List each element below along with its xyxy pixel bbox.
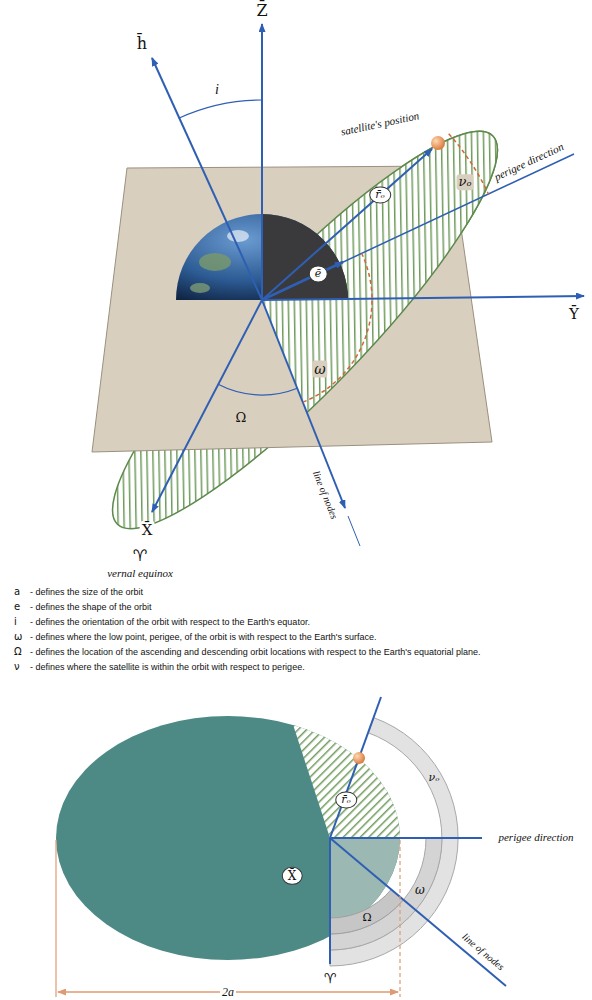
- satellite: [431, 136, 445, 150]
- orbit-ellipse-upper: [74, 94, 535, 566]
- earth-cutaway: [262, 214, 348, 300]
- y-axis: [262, 296, 584, 300]
- omega-band: [330, 838, 442, 950]
- callout-label: satellite's position: [340, 109, 421, 138]
- perigee-line: [262, 154, 574, 300]
- element-symbol: e: [14, 601, 20, 613]
- x-axis: [152, 300, 262, 512]
- aries-symbol: ♈: [131, 546, 149, 565]
- angle-label: Ω: [362, 911, 371, 924]
- direction-label: perigee direction: [498, 831, 573, 844]
- line-label: line of nodes: [460, 931, 507, 973]
- raan-arc: [218, 384, 297, 395]
- vector-label: ē: [309, 265, 328, 282]
- h-vector: [152, 58, 262, 300]
- perigee-line: [330, 837, 482, 839]
- angle-label: ω: [312, 361, 327, 378]
- true-anomaly-arc: [449, 134, 489, 195]
- angle-label: νₒ: [429, 771, 440, 784]
- earth-land: [199, 253, 231, 271]
- angle-label: Ω: [234, 410, 249, 426]
- r-vector: [262, 149, 432, 300]
- axis-label: Z̄: [256, 1, 267, 20]
- satellite: [353, 752, 365, 764]
- raan-band: [330, 889, 404, 934]
- e-vector: [262, 262, 343, 300]
- dimension-tick: [55, 840, 56, 997]
- axis-label: X̄: [282, 867, 303, 885]
- line-label: line of nodes: [310, 469, 340, 521]
- z-axis: [261, 24, 263, 300]
- element-definition: - defines the size of the orbit: [30, 587, 143, 598]
- vector-label: r̄ₒ: [335, 791, 357, 808]
- direction-label: perigee direction: [492, 140, 566, 184]
- axis-label: Ȳ: [569, 305, 579, 323]
- line-of-nodes-tail: [348, 516, 360, 546]
- earth-land: [190, 283, 210, 293]
- perigee-arc: [303, 254, 372, 403]
- element-definition: - defines the location of the ascending …: [30, 647, 481, 658]
- dimension-label: 2a: [220, 985, 236, 999]
- angle-label: i: [215, 82, 219, 99]
- equinox-line: [329, 838, 331, 964]
- angle-label: νₒ: [457, 174, 474, 190]
- inclination-arc: [179, 100, 262, 118]
- element-symbol: i: [14, 616, 17, 628]
- satellite-line: [330, 697, 381, 838]
- axis-label: X̄: [140, 521, 155, 539]
- element-symbol: ν: [14, 661, 20, 673]
- hatched-segment: [285, 700, 420, 838]
- element-symbol: a: [14, 586, 20, 598]
- orbit-ellipse: [74, 94, 535, 566]
- element-symbol: ω: [14, 631, 22, 643]
- vector-label: h̄: [137, 34, 147, 53]
- angle-label: ω: [415, 883, 425, 897]
- orbit-ellipse-lower: [74, 94, 535, 566]
- caption-label: vernal equinox: [107, 567, 173, 580]
- aries-symbol: ♈: [324, 970, 337, 987]
- line-of-nodes: [330, 838, 506, 986]
- element-definition: - defines the shape of the orbit: [30, 602, 152, 613]
- element-symbol: Ω: [14, 646, 22, 658]
- element-definition: - defines the orientation of the orbit w…: [30, 617, 310, 628]
- element-definition: - defines where the low point, perigee, …: [30, 632, 376, 643]
- vector-label: r̄ₒ: [369, 186, 391, 203]
- line-of-nodes: [262, 300, 345, 508]
- dimension-tick: [399, 840, 400, 997]
- element-definition: - defines where the satellite is within …: [30, 662, 305, 673]
